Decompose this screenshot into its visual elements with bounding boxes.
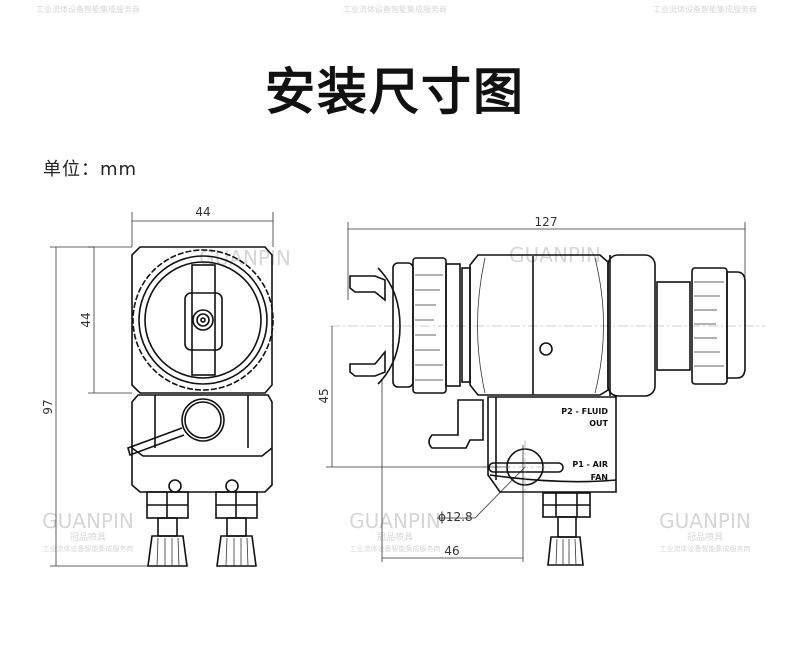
unit-label: 单位：mm [43, 159, 138, 180]
port-p2-sublabel: OUT [589, 419, 608, 428]
port-p2-label: P2 - FLUID [561, 407, 608, 416]
svg-text:GUANPIN: GUANPIN [659, 509, 751, 533]
svg-text:冠品喷具: 冠品喷具 [687, 532, 723, 543]
side-fitting [542, 492, 591, 566]
port-p1-sublabel: FAN [591, 473, 608, 482]
front-fitting-left [146, 491, 189, 567]
front-view: 44 44 97 [41, 205, 274, 567]
svg-text:工业流体设备智能集成服务商: 工业流体设备智能集成服务商 [43, 544, 134, 553]
side-view: 127 45 46 ϕ12.8 [317, 215, 765, 566]
svg-text:GUANPIN: GUANPIN [42, 509, 134, 533]
svg-text:工业流体设备智能集成服务商: 工业流体设备智能集成服务商 [36, 4, 140, 14]
side-offset-dim: 46 [444, 544, 459, 558]
front-total-height-dim: 97 [41, 399, 55, 414]
front-width-dim: 44 [195, 205, 210, 219]
svg-text:工业流体设备智能集成服务商: 工业流体设备智能集成服务商 [660, 544, 751, 553]
front-fitting-right [215, 491, 258, 567]
svg-text:GUANPIN: GUANPIN [199, 246, 291, 270]
side-height-dim: 45 [317, 388, 331, 403]
watermarks: 工业流体设备智能集成服务商 工业流体设备智能集成服务商 工业流体设备智能集成服务… [36, 4, 757, 553]
svg-text:工业流体设备智能集成服务商: 工业流体设备智能集成服务商 [653, 4, 757, 14]
front-head-height-dim: 44 [79, 312, 93, 327]
side-length-dim: 127 [535, 215, 558, 229]
svg-text:工业流体设备智能集成服务商: 工业流体设备智能集成服务商 [350, 544, 441, 553]
hole-diameter-dim: ϕ12.8 [438, 510, 473, 524]
svg-text:冠品喷具: 冠品喷具 [377, 532, 413, 543]
svg-text:冠品喷具: 冠品喷具 [70, 532, 106, 543]
page-title: 安装尺寸图 [265, 63, 525, 121]
svg-text:GUANPIN: GUANPIN [349, 509, 441, 533]
port-p1-label: P1 - AIR [572, 460, 608, 469]
svg-text:工业流体设备智能集成服务商: 工业流体设备智能集成服务商 [343, 4, 447, 14]
